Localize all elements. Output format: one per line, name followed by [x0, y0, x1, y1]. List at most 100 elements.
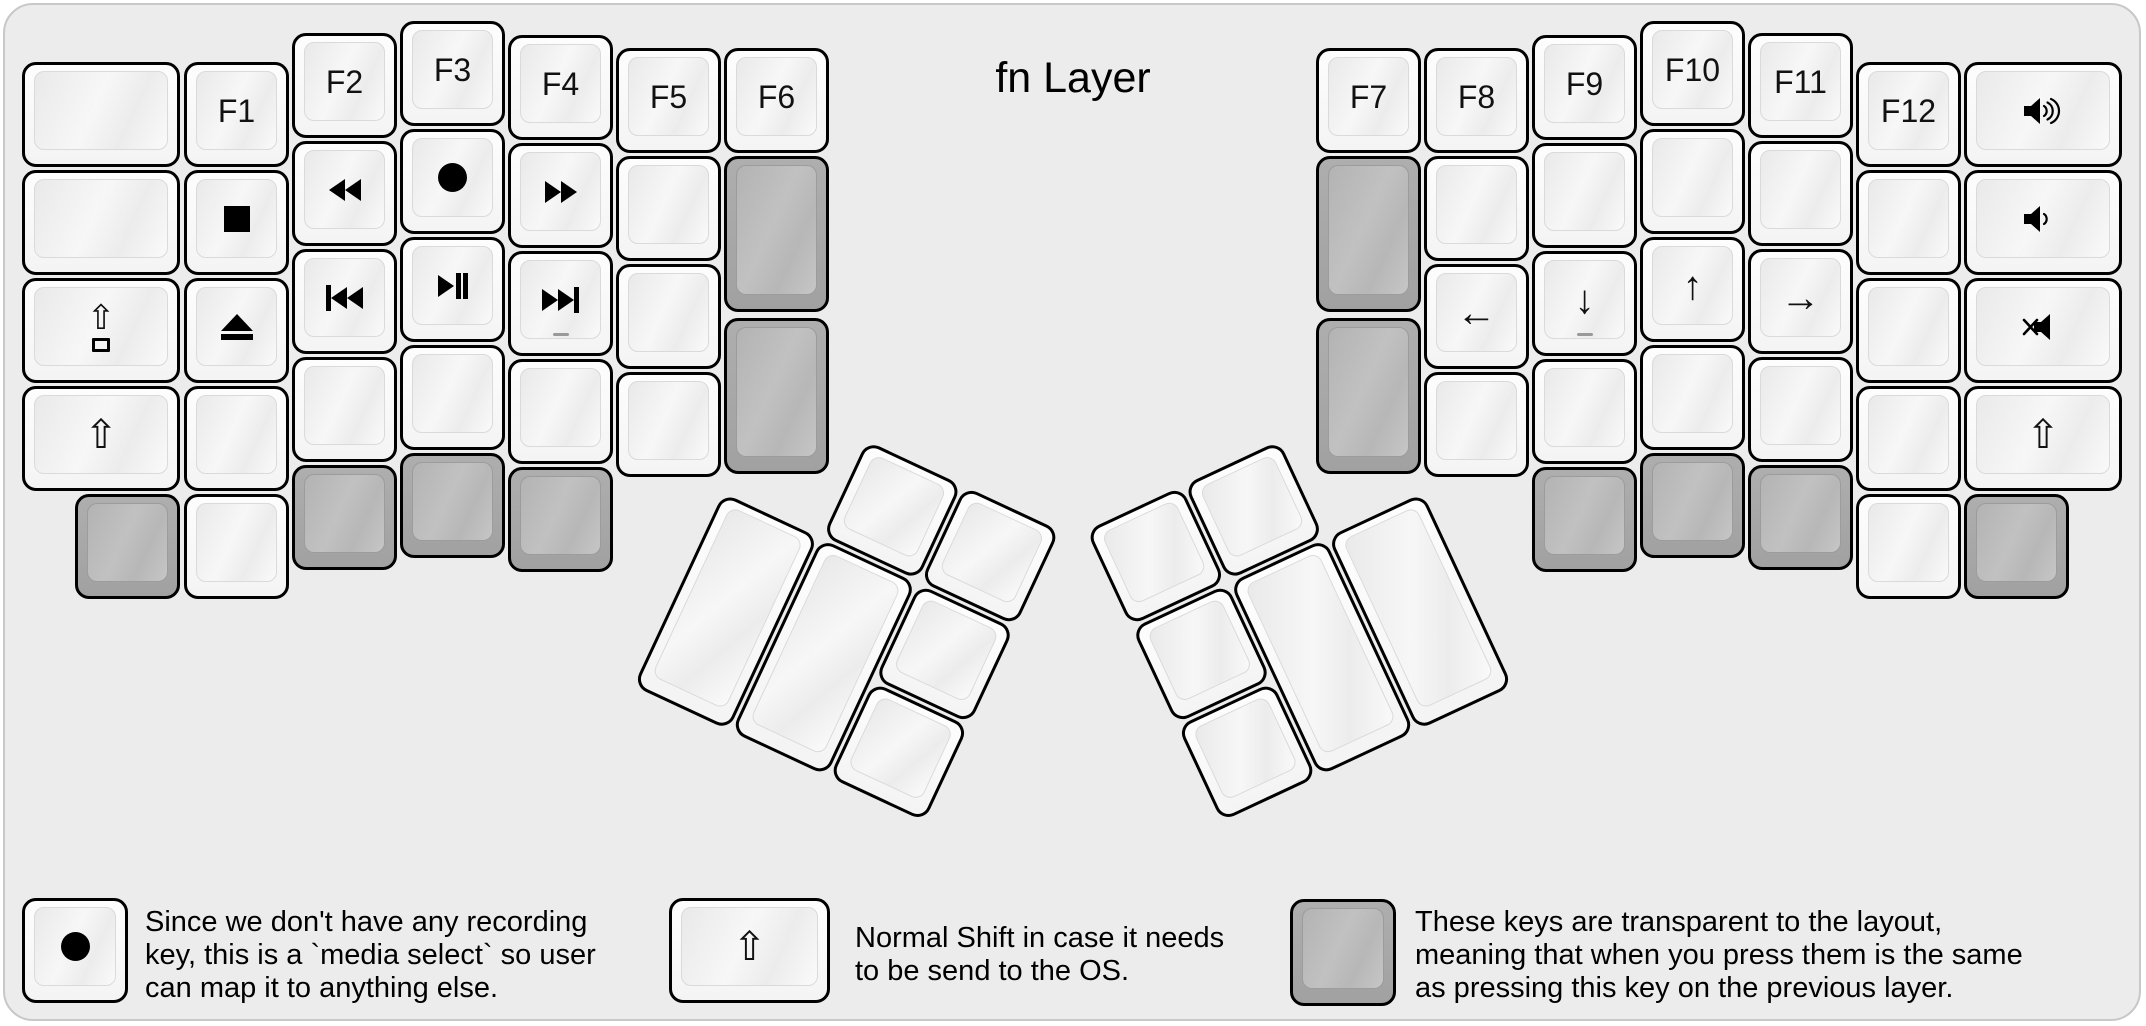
keycap-top: F11	[1760, 42, 1841, 121]
key-eject[interactable]	[184, 278, 289, 383]
keycap-top	[412, 138, 493, 217]
keycap-top	[34, 907, 116, 986]
legend-text-line: as pressing this key on the previous lay…	[1415, 972, 1954, 1004]
key-label: F10	[1664, 51, 1721, 88]
key-blank[interactable]	[1748, 357, 1853, 462]
key-blank[interactable]	[1640, 129, 1745, 234]
key-blank[interactable]	[1424, 156, 1529, 261]
key-record[interactable]	[400, 129, 505, 234]
key-blank[interactable]	[184, 386, 289, 491]
key-blank[interactable]	[1640, 345, 1745, 450]
key-blank[interactable]	[508, 359, 613, 464]
key-transparent[interactable]	[1964, 494, 2069, 599]
keycap-top	[520, 368, 601, 447]
keycap-top	[304, 150, 385, 229]
key-blank[interactable]	[1856, 278, 1961, 383]
key-blank[interactable]	[400, 345, 505, 450]
key-f3[interactable]: F3	[400, 21, 505, 126]
up-icon: ↑	[1682, 263, 1703, 308]
keycap-top: F10	[1652, 30, 1733, 109]
key-next-track[interactable]	[508, 251, 613, 356]
key-rewind[interactable]	[292, 141, 397, 246]
key-transparent[interactable]	[292, 465, 397, 570]
key-transparent[interactable]	[75, 494, 180, 599]
down-icon: ↓	[1574, 277, 1595, 322]
key-f10[interactable]: F10	[1640, 21, 1745, 126]
key-f11[interactable]: F11	[1748, 33, 1853, 138]
key-transparent[interactable]	[724, 156, 829, 312]
key-f8[interactable]: F8	[1424, 48, 1529, 153]
key-arrow-left[interactable]: ←	[1424, 264, 1529, 369]
key-blank[interactable]	[616, 372, 721, 477]
keycap-top	[520, 260, 601, 339]
key-shift-right[interactable]: ⇧	[1964, 386, 2122, 491]
key-blank[interactable]	[184, 494, 289, 599]
key-transparent[interactable]	[1316, 318, 1421, 474]
key-blank[interactable]	[1532, 359, 1637, 464]
key-f1[interactable]: F1	[184, 62, 289, 167]
key-transparent[interactable]	[1316, 156, 1421, 312]
key-blank[interactable]	[1424, 372, 1529, 477]
keycap-top: F9	[1544, 44, 1625, 123]
key-f12[interactable]: F12	[1856, 62, 1961, 167]
keycap-top: F7	[1328, 57, 1409, 136]
keycap-top: F4	[520, 44, 601, 123]
stop-icon	[223, 205, 250, 232]
key-blank[interactable]	[1856, 170, 1961, 275]
key-f6[interactable]: F6	[724, 48, 829, 153]
key-label: F12	[1880, 92, 1937, 129]
key-volume-down[interactable]	[1964, 170, 2122, 275]
keycap-top: F6	[736, 57, 817, 136]
keycap-top	[628, 381, 709, 460]
left-icon: ←	[1456, 290, 1497, 335]
key-transparent[interactable]	[508, 467, 613, 572]
legend-text-line: to be send to the OS.	[855, 955, 1130, 987]
key-mute[interactable]	[1964, 278, 2122, 383]
key-f4[interactable]: F4	[508, 35, 613, 140]
key-blank[interactable]	[1856, 386, 1961, 491]
key-f5[interactable]: F5	[616, 48, 721, 153]
key-transparent[interactable]	[1640, 453, 1745, 558]
keycap-top	[1760, 366, 1841, 445]
key-transparent[interactable]	[1748, 465, 1853, 570]
caps-icon: ⇧	[87, 301, 115, 352]
key-play-pause[interactable]	[400, 237, 505, 342]
key-f2[interactable]: F2	[292, 33, 397, 138]
keycap-top	[1436, 165, 1517, 244]
key-blank[interactable]	[22, 170, 180, 275]
key-fast-forward[interactable]	[508, 143, 613, 248]
key-blank[interactable]	[616, 156, 721, 261]
keycap-top	[1868, 503, 1949, 582]
key-arrow-right[interactable]: →	[1748, 249, 1853, 354]
key-blank[interactable]	[1532, 143, 1637, 248]
keycap-top	[1544, 476, 1625, 555]
keycap-top	[412, 462, 493, 541]
key-f9[interactable]: F9	[1532, 35, 1637, 140]
key-arrow-up[interactable]: ↑	[1640, 237, 1745, 342]
key-blank[interactable]	[292, 357, 397, 462]
key-transparent[interactable]	[1532, 467, 1637, 572]
key-blank[interactable]	[22, 62, 180, 167]
key-transparent[interactable]	[400, 453, 505, 558]
keycap-top	[304, 366, 385, 445]
key-volume-up[interactable]	[1964, 62, 2122, 167]
key-caps[interactable]: ⇧	[22, 278, 180, 383]
key-stop[interactable]	[184, 170, 289, 275]
key-blank[interactable]	[1748, 141, 1853, 246]
key-arrow-down[interactable]: ↓	[1532, 251, 1637, 356]
record-icon	[60, 932, 90, 961]
keycap-top: F8	[1436, 57, 1517, 136]
key-shift-left[interactable]: ⇧	[22, 386, 180, 491]
key-transparent[interactable]	[724, 318, 829, 474]
key-blank[interactable]	[616, 264, 721, 369]
key-f7[interactable]: F7	[1316, 48, 1421, 153]
key-label: F1	[217, 92, 256, 129]
keycap-top: F5	[628, 57, 709, 136]
keycap-top: ⇧	[681, 907, 818, 986]
keycap-top	[1868, 287, 1949, 366]
key-label: F7	[1349, 78, 1388, 115]
key-prev-track[interactable]	[292, 249, 397, 354]
homing-bar	[552, 333, 569, 336]
key-blank[interactable]	[1856, 494, 1961, 599]
keycap-top	[304, 474, 385, 553]
